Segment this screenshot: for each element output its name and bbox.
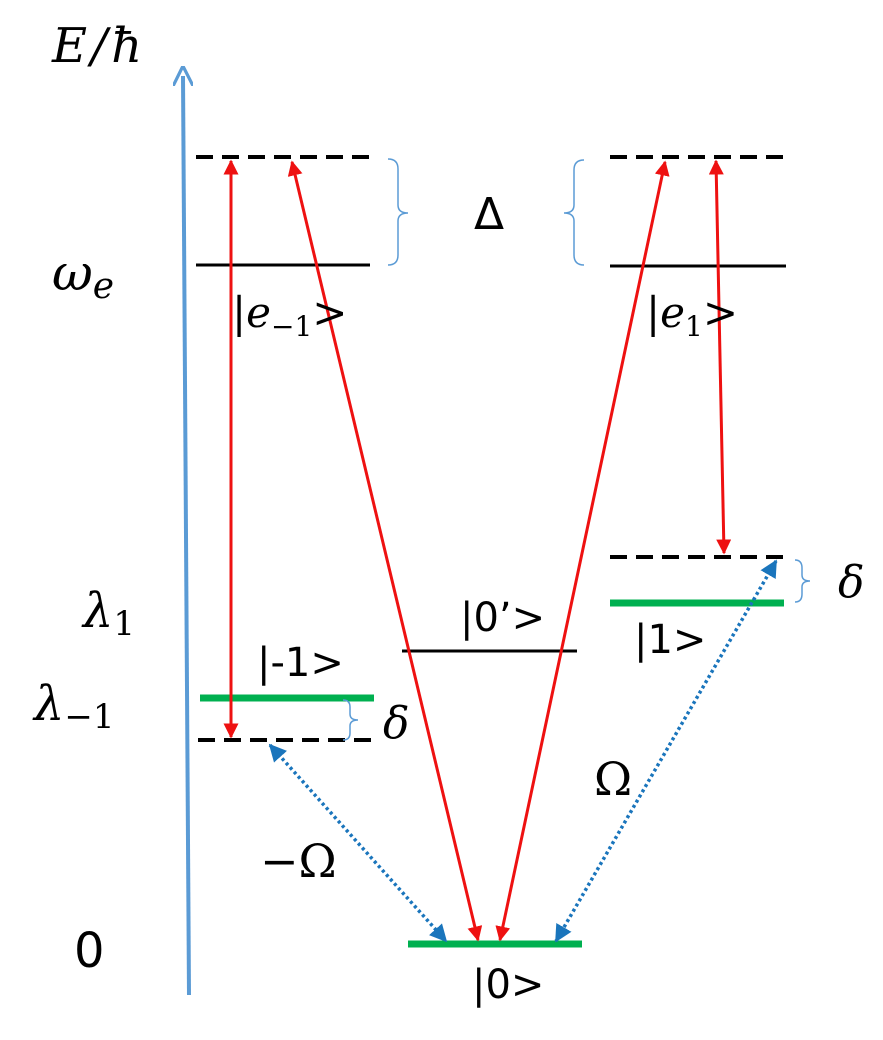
laser-arrow-right-vertical	[708, 159, 732, 555]
brace-delta-upper-left	[387, 158, 409, 266]
laser-arrow-right-diagonal	[495, 160, 670, 942]
e1-subscript: 1	[685, 310, 703, 343]
label-zero: 0	[74, 923, 105, 979]
e-minus1-subscript: −1	[271, 310, 312, 343]
coupling-arrow-omega	[554, 559, 778, 943]
symbol-delta-left: δ	[383, 698, 410, 749]
e1-open: |e	[646, 288, 685, 337]
lambda1-symbol: λ	[81, 583, 113, 639]
axis-label-hbar: ħ	[111, 18, 142, 74]
axis-label: E/ħ	[51, 18, 142, 74]
brace-delta-left	[342, 699, 359, 741]
e1-close: >	[703, 288, 738, 337]
symbol-delta-right: δ	[838, 557, 865, 608]
omega-subscript: e	[93, 266, 114, 307]
lambda-m1-symbol: λ	[32, 676, 64, 732]
symbol-Delta: Δ	[474, 189, 504, 240]
axis-label-E: E	[51, 18, 87, 74]
label-e-minus1: |e−1>	[232, 288, 348, 343]
lambda1-subscript: 1	[113, 604, 135, 644]
e-minus1-open: |e	[232, 288, 271, 337]
brace-delta-upper-right	[563, 159, 585, 266]
label-omega-e: ωe	[52, 244, 114, 307]
brace-delta-right	[794, 559, 811, 603]
lambda-m1-subscript: −1	[64, 697, 114, 737]
e-minus1-close: >	[312, 288, 347, 337]
symbol-minus-Omega: −Ω	[260, 834, 337, 888]
energy-axis	[183, 76, 189, 996]
symbol-Omega: Ω	[594, 752, 632, 806]
omega-symbol: ω	[52, 244, 93, 302]
label-e1: |e1>	[646, 288, 738, 343]
coupling-arrow-minus-omega	[268, 743, 448, 943]
label-ket-1: |1>	[634, 617, 706, 663]
label-lambda-1: λ1	[81, 583, 135, 644]
label-ket-0: |0>	[472, 962, 544, 1008]
laser-arrow-left-diagonal	[287, 160, 483, 942]
label-ket-0-prime: |0’>	[460, 595, 545, 641]
axis-label-slash: /	[87, 18, 112, 74]
label-ket-minus1: |-1>	[257, 640, 344, 686]
label-lambda-minus1: λ−1	[32, 676, 115, 737]
